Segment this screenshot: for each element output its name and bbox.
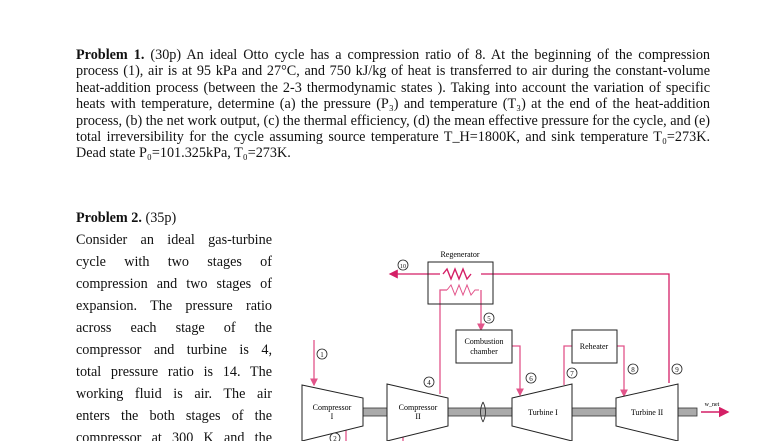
text-line: total pressure ratio is 14. The [76, 364, 272, 380]
problem-2-text: Consider an ideal gas-turbine cycle with… [76, 229, 272, 441]
state-1: 1 [316, 348, 328, 360]
flow-line-6 [512, 345, 524, 397]
text-line: enters the both stages of the [76, 408, 272, 424]
reheater: Reheater [571, 329, 618, 364]
turbine-2 [615, 383, 679, 441]
combustion-chamber: Combustion chamber [455, 329, 513, 364]
state-9: 9 [671, 363, 683, 375]
problem-2-points: (35p) [145, 210, 177, 226]
flow-line-4 [439, 289, 447, 394]
regenerator: Regenerator [427, 250, 494, 305]
state-4: 4 [423, 376, 435, 388]
state-6: 6 [525, 372, 537, 384]
flow-line-8 [617, 345, 628, 398]
svg-text:9: 9 [675, 366, 679, 374]
state-10: 10 [397, 259, 409, 271]
text-line: across each stage of the [76, 320, 272, 336]
turbine-2-label: Turbine II [631, 408, 664, 417]
svg-text:7: 7 [570, 370, 574, 378]
flow-line-9-10 [481, 273, 670, 383]
compressor-2 [386, 383, 449, 441]
svg-text:5: 5 [487, 315, 491, 323]
text-line: compressor and turbine is 4, [76, 342, 272, 358]
problem-1: Problem 1. (30p) An ideal Otto cycle has… [76, 47, 710, 162]
wnet-label: w_net [705, 402, 720, 408]
svg-text:8: 8 [631, 366, 635, 374]
text-line: compressor at 300 K and the [76, 430, 272, 441]
combustion-label: chamber [470, 347, 498, 356]
compressor-1 [301, 384, 364, 441]
compressor-1-label: Compressor [313, 403, 352, 412]
svg-text:10: 10 [400, 264, 406, 270]
problem-2-heading: Problem 2. (35p) [76, 210, 176, 227]
reheater-label: Reheater [580, 342, 609, 351]
svg-text:2: 2 [333, 435, 337, 441]
state-5: 5 [483, 312, 495, 324]
problem-1-text: (30p) An ideal Otto cycle has a compress… [76, 47, 711, 162]
turbine-1-label: Turbine I [528, 408, 558, 417]
regenerator-label: Regenerator [440, 250, 479, 259]
text-line: compression and two stages of [76, 276, 272, 292]
compressor-2-label: Compressor [399, 403, 438, 412]
flow-line-7 [563, 345, 572, 385]
combustion-label: Combustion [464, 337, 503, 346]
svg-text:6: 6 [529, 375, 533, 383]
turbine-1 [511, 383, 573, 441]
compressor-2-label: II [415, 412, 421, 421]
state-8: 8 [627, 363, 639, 375]
text-line: expansion. The pressure ratio [76, 298, 272, 314]
svg-text:4: 4 [427, 379, 431, 387]
svg-text:1: 1 [320, 351, 324, 359]
compressor-1-label: I [331, 412, 334, 421]
state-2: 2 [329, 432, 341, 441]
problem-2-title: Problem 2. [76, 210, 142, 226]
text-line: cycle with two stages of [76, 254, 272, 270]
problem-1-title: Problem 1. [76, 47, 145, 63]
text-line: working fluid is air. The air [76, 386, 272, 402]
state-7: 7 [566, 367, 578, 379]
text-line: Consider an ideal gas-turbine [76, 232, 272, 248]
